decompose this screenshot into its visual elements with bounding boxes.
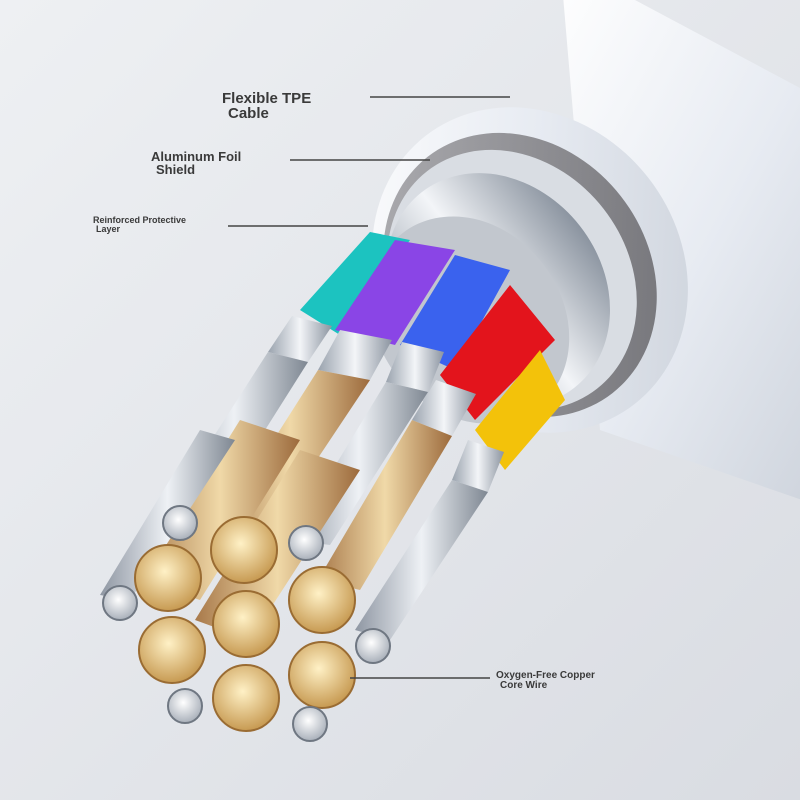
label-copper-core-wire: Oxygen-Free Copper Core Wire	[496, 671, 595, 691]
label-foil-line1: Aluminum Foil	[151, 149, 242, 164]
copper-core-end	[210, 516, 278, 584]
sleeve-5	[452, 440, 504, 492]
copper-strand-2	[318, 420, 452, 590]
insulation-red	[440, 285, 555, 420]
silver-core-end	[167, 688, 203, 724]
label-copper-line1: Oxygen-Free Copper	[496, 670, 595, 681]
label-layer-line2: Layer	[96, 224, 121, 234]
copper-core-end	[288, 566, 356, 634]
silver-strand-3	[355, 480, 488, 640]
copper-core-end	[134, 544, 202, 612]
label-tpe-line2: Cable	[228, 105, 269, 122]
copper-core-end	[212, 664, 280, 732]
label-foil-line2: Shield	[156, 162, 196, 177]
label-tpe-cable: Flexible TPE Cable	[222, 91, 311, 121]
insulation-purple	[335, 240, 455, 345]
insulation-yellow	[475, 350, 565, 470]
sleeve-2	[318, 330, 392, 380]
silver-core-end	[292, 706, 328, 742]
silver-core-end	[102, 585, 138, 621]
sleeve-4	[412, 380, 476, 436]
sleeve-3	[386, 342, 444, 392]
insulation-teal	[300, 232, 410, 335]
insulation-blue	[400, 255, 510, 370]
silver-core-end	[162, 505, 198, 541]
label-copper-line2: Core Wire	[500, 680, 548, 691]
silver-core-end	[288, 525, 324, 561]
label-aluminum-foil-shield: Aluminum Foil Shield	[151, 150, 241, 176]
copper-core-end	[288, 641, 356, 709]
copper-core-end	[138, 616, 206, 684]
sleeve-1	[268, 316, 332, 362]
label-tpe-line1: Flexible TPE	[222, 90, 312, 107]
silver-core-end	[355, 628, 391, 664]
copper-core-end	[212, 590, 280, 658]
label-layer-line1: Reinforced Protective	[93, 215, 187, 225]
label-reinforced-layer: Reinforced Protective Layer	[93, 216, 186, 234]
